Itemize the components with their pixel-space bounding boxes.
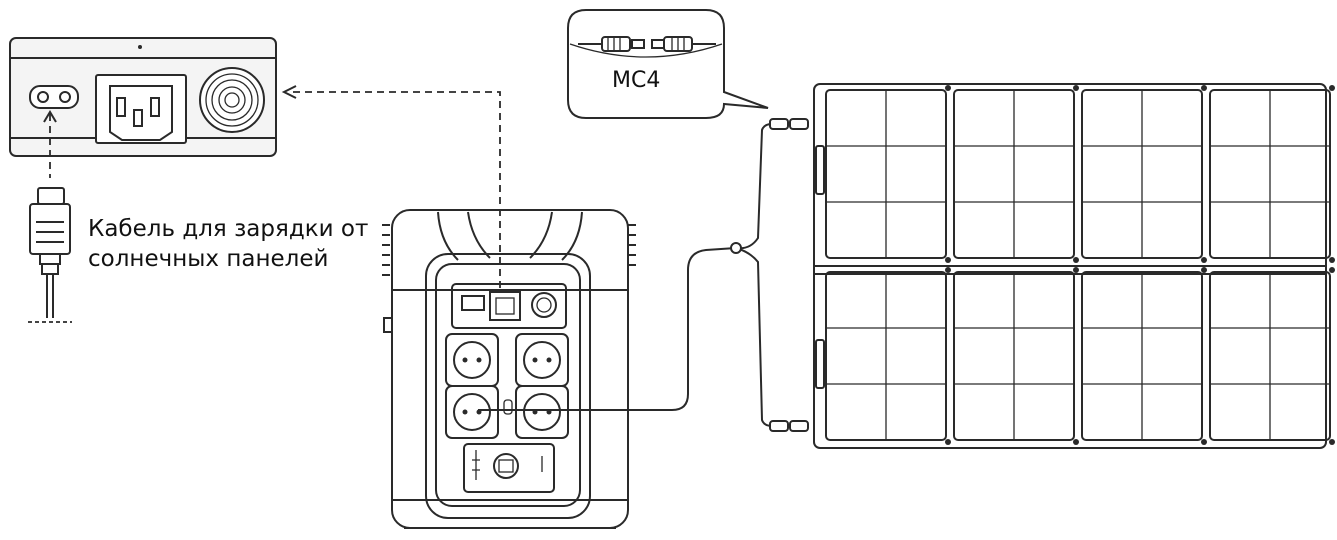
panel-rivet [945,85,951,91]
caption-line-2: солнечных панелей [88,246,329,272]
mc4-connector-icon [769,118,809,432]
charging-plug-icon [28,187,72,323]
ac-outlets [445,333,569,439]
panel-rivet [945,257,951,263]
mc4-label: MC4 [612,68,661,93]
panel-rivet [1201,257,1207,263]
panel-rivet [1329,439,1335,445]
panel-rivet [1329,267,1335,273]
power-station [382,209,636,529]
solar-panel-array [813,83,1335,449]
solar-cable [478,118,809,432]
panel-rivet [945,267,951,273]
closeup-pointer [281,85,501,288]
dc-input-icon [199,67,265,133]
panel-rivet [945,439,951,445]
panel-rivet [1201,267,1207,273]
panel-rivet [1329,85,1335,91]
panel-rivet [1073,267,1079,273]
caption-line-1: Кабель для зарядки от [88,216,369,242]
mc4-callout [567,9,769,119]
solar-input-port [29,85,79,109]
ac-socket-icon [95,74,187,144]
cable-caption: Кабель для зарядки от солнечных панелей [88,214,368,274]
panel-rivet [1201,85,1207,91]
panel-rivet [1201,439,1207,445]
panel-rivet [1329,257,1335,263]
panel-rivet [1073,257,1079,263]
panel-rivet [1073,85,1079,91]
panel-rivet [1073,439,1079,445]
plug-guide-arrow [43,110,57,123]
input-panel-closeup [9,37,277,157]
